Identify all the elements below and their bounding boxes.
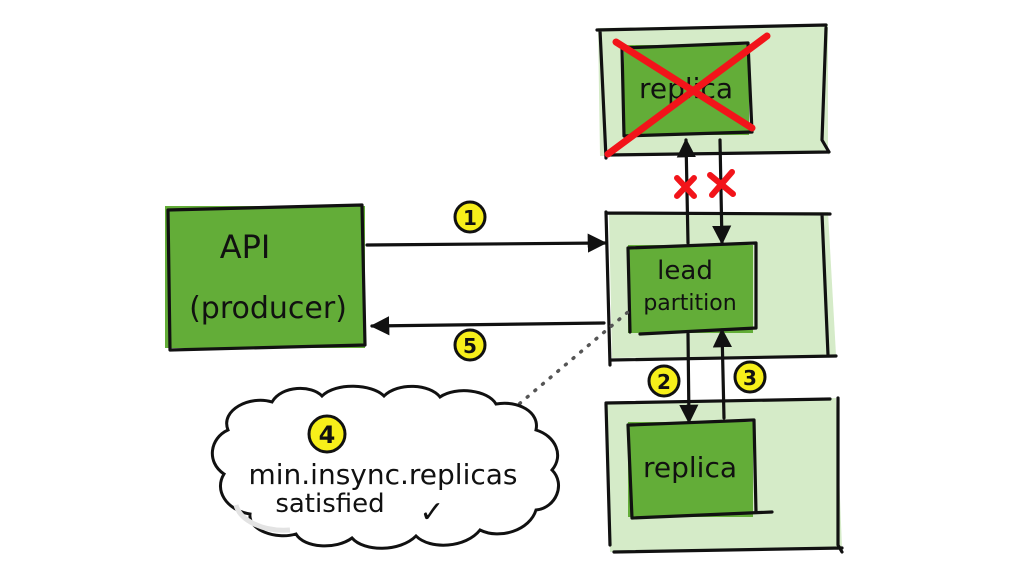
broker-top: replica [595, 23, 831, 160]
broker-bottom: replica [604, 396, 844, 554]
producer-label-role: (producer) [189, 291, 347, 326]
link-failure-x-icon-2 [707, 169, 736, 198]
arrow-replica-ack [712, 328, 732, 420]
cloud-note: min.insync.replicas satisfied ✓ [210, 384, 561, 550]
arrow-produce-request [365, 233, 607, 253]
cloud-text-setting: min.insync.replicas [248, 458, 517, 491]
step-badge-2: 2 [647, 364, 681, 398]
replica-box: replica [626, 418, 774, 520]
arrow-from-failed-replica [712, 138, 732, 245]
replica-label: replica [643, 451, 737, 484]
lead-partition-box: lead partition [626, 241, 758, 336]
producer-label-api: API [220, 228, 271, 266]
broker-middle: lead partition [604, 210, 838, 367]
step-badge-3: 3 [733, 360, 767, 394]
svg-text:1: 1 [463, 206, 477, 230]
svg-text:2: 2 [657, 370, 671, 394]
producer-box: API (producer) [165, 203, 367, 352]
cloud-text-status: satisfied [275, 489, 384, 519]
failure-cross-icon [604, 32, 771, 158]
link-failure-x-icon-1 [674, 175, 697, 199]
check-icon: ✓ [419, 495, 444, 530]
step-badge-5: 5 [453, 328, 487, 362]
arrow-ack-to-producer [370, 316, 606, 336]
svg-text:5: 5 [463, 334, 477, 358]
lead-label: lead [657, 256, 713, 286]
svg-text:3: 3 [743, 366, 757, 390]
svg-text:4: 4 [319, 421, 336, 449]
step-badge-1: 1 [453, 200, 487, 234]
partition-label: partition [643, 291, 736, 316]
arrow-replicate [679, 332, 699, 424]
step-badge-4: 4 [307, 414, 347, 454]
